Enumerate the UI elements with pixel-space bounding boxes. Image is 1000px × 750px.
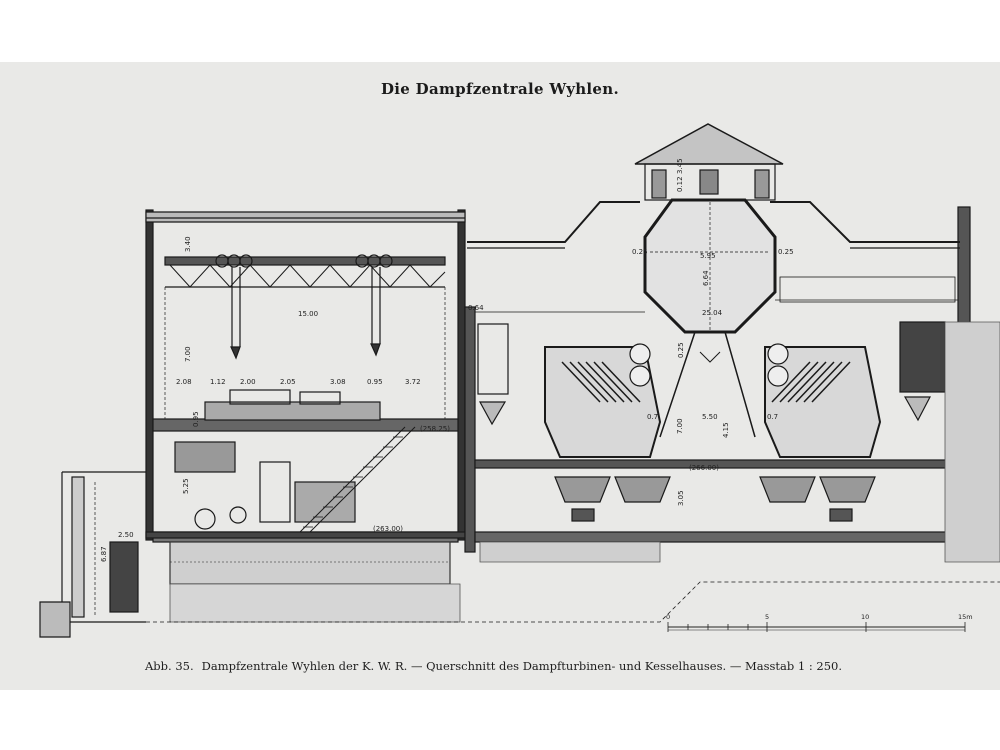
dim-crane-height: 3.40 bbox=[184, 236, 192, 252]
dim-seg-3: 2.00 bbox=[240, 378, 256, 386]
dim-boiler-span: 25.04 bbox=[702, 309, 723, 317]
figure-label: Abb. 35. bbox=[145, 659, 194, 673]
dim-floor-elev-1: (258.25) bbox=[420, 425, 450, 433]
dim-basement-height: 5.25 bbox=[182, 478, 190, 494]
scale-tick-10: 10 bbox=[861, 613, 869, 621]
dim-hall-span: 15.00 bbox=[298, 310, 318, 318]
dim-roof-w1: 3.45 bbox=[676, 158, 684, 174]
dim-hall-height: 7.00 bbox=[184, 346, 192, 362]
scale-bar: 0 5 10 15m bbox=[666, 613, 973, 632]
dim-wall-thickness: 0.64 bbox=[468, 304, 484, 312]
dim-bunker-height: 6.64 bbox=[702, 270, 710, 286]
dim-boiler-gap: 5.50 bbox=[702, 413, 718, 421]
dim-bunker-wall-left: 0.25 bbox=[632, 248, 648, 256]
caption-text: Dampfzentrale Wyhlen der K. W. R. — Quer… bbox=[201, 659, 843, 673]
dim-seg-4: 2.05 bbox=[280, 378, 296, 386]
dim-small: 0.25 bbox=[677, 342, 685, 358]
dim-roof-w2: 0.12 bbox=[676, 176, 684, 192]
dim-floor-elev-2: (263.00) bbox=[373, 525, 403, 533]
page-title: Die Dampfzentrale Wyhlen. bbox=[380, 80, 619, 98]
dim-seg-1: 2.08 bbox=[176, 378, 192, 386]
boiler-house bbox=[464, 123, 1000, 563]
dim-bunker-width: 5.95 bbox=[700, 252, 716, 260]
dim-shaft-height: 6.87 bbox=[100, 546, 108, 562]
scale-tick-0: 0 bbox=[666, 613, 670, 621]
dim-ash-depth: 3.05 bbox=[677, 490, 685, 506]
document-page: Die Dampfzentrale Wyhlen. bbox=[0, 62, 1000, 690]
turbine-hall bbox=[145, 209, 466, 585]
cross-section-drawing: 15.00 3.40 7.00 2.08 1.12 2.00 2.05 3.08… bbox=[39, 123, 1000, 638]
left-shaft bbox=[39, 471, 146, 638]
dim-boiler-depth-2: 4.15 bbox=[722, 422, 730, 438]
scale-tick-5: 5 bbox=[765, 613, 769, 621]
dim-seg-6: 0.95 bbox=[367, 378, 383, 386]
dim-seg-7: 3.72 bbox=[405, 378, 421, 386]
dim-chute-left: 0.7 bbox=[647, 413, 658, 421]
figure-caption: Abb. 35. Dampfzentrale Wyhlen der K. W. R… bbox=[145, 659, 842, 673]
dim-seg-5: 3.08 bbox=[330, 378, 346, 386]
dim-boiler-depth: 7.00 bbox=[676, 418, 684, 434]
dim-boiler-floor-elev: (266.00) bbox=[689, 464, 719, 472]
dim-seg-2: 1.12 bbox=[210, 378, 226, 386]
dim-left-shaft: 2.50 bbox=[118, 531, 134, 539]
scale-tick-15: 15m bbox=[958, 613, 973, 621]
dim-chute-right: 0.7 bbox=[767, 413, 778, 421]
dim-left-extra: 0.95 bbox=[192, 411, 200, 427]
dim-bunker-wall-right: 0.25 bbox=[778, 248, 794, 256]
